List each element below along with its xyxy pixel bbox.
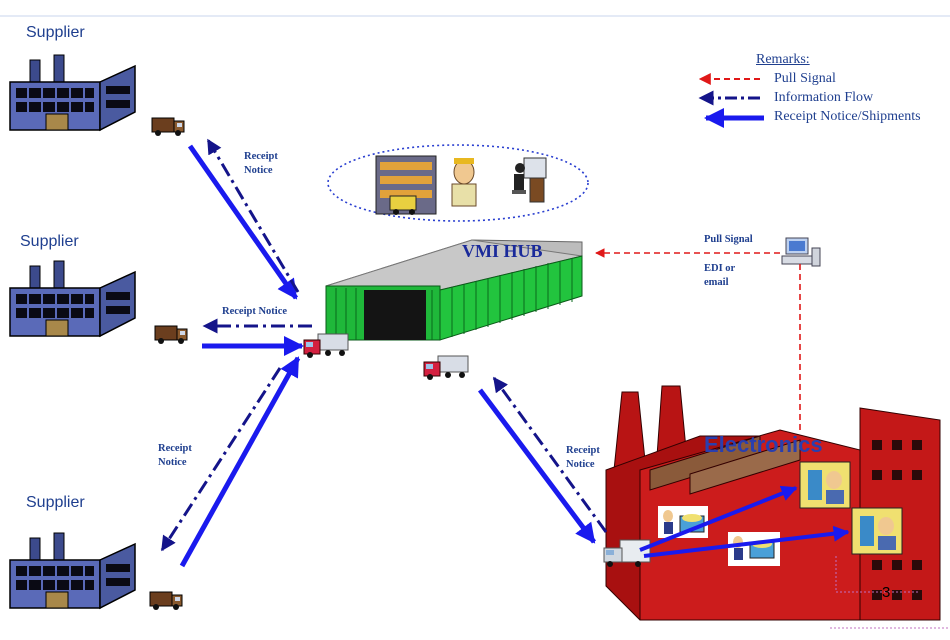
worker-icon: [451, 158, 477, 207]
receipt-notice-label: Receipt Notice: [244, 151, 278, 176]
pull-signal-label: Pull Signal: [704, 234, 753, 245]
supplier-2-truck-icon: [154, 325, 188, 345]
supplier-2-factory-icon: [9, 260, 136, 337]
page-corner-dots: [835, 556, 920, 593]
page-number: 3: [882, 584, 891, 601]
supplier-1-factory-icon: [9, 54, 136, 131]
machine-icon: [851, 507, 903, 555]
factory-label: Electronics: [704, 432, 823, 457]
receipt-notice-label: Receipt Notice: [158, 443, 192, 468]
factory-internal-arrow: [639, 485, 798, 552]
vmi-hub-label: VMI HUB: [462, 241, 543, 261]
legend-receipt-label: Receipt Notice/Shipments: [774, 109, 921, 124]
cart-worker-icon: [728, 532, 780, 566]
hub-functions-ellipse: [327, 144, 589, 222]
factory-shipment-arrow: [478, 388, 596, 544]
supplier-3-truck-icon: [149, 591, 183, 611]
top-shipment-arrow: [187, 144, 299, 300]
computer-icon: [781, 237, 821, 267]
hub-outbound-truck-icon: [423, 355, 469, 381]
bottom-shipment-arrow: [179, 356, 301, 568]
supplier-label: Supplier: [26, 24, 85, 41]
legend-pull-signal-label: Pull Signal: [774, 71, 836, 86]
supplier-3-factory-icon: [9, 532, 136, 609]
machine-icon: [799, 461, 851, 509]
supplier-1-truck-icon: [151, 117, 185, 137]
factory-information-arrow: [492, 376, 608, 533]
cart-worker-icon: [658, 506, 708, 538]
vmi-hub-warehouse-icon: [325, 239, 583, 341]
supplier-label: Supplier: [26, 494, 85, 511]
factory-delivery-truck-icon: [603, 539, 651, 567]
desk-icon: [512, 157, 547, 203]
edi-email-label: EDI or email: [704, 263, 736, 288]
supplier-label: Supplier: [20, 233, 79, 250]
legend-information-flow-label: Information Flow: [774, 90, 874, 105]
bottom-information-arrow: [160, 367, 282, 552]
top-information-arrow: [206, 138, 300, 293]
forklift-icon: [375, 155, 437, 215]
remarks-title: Remarks:: [756, 52, 810, 67]
receipt-notice-label: Receipt Notice: [222, 306, 288, 317]
factory-internal-arrow: [643, 525, 850, 558]
receipt-notice-label: Receipt Notice: [566, 445, 600, 470]
hub-inbound-truck-icon: [303, 333, 349, 359]
